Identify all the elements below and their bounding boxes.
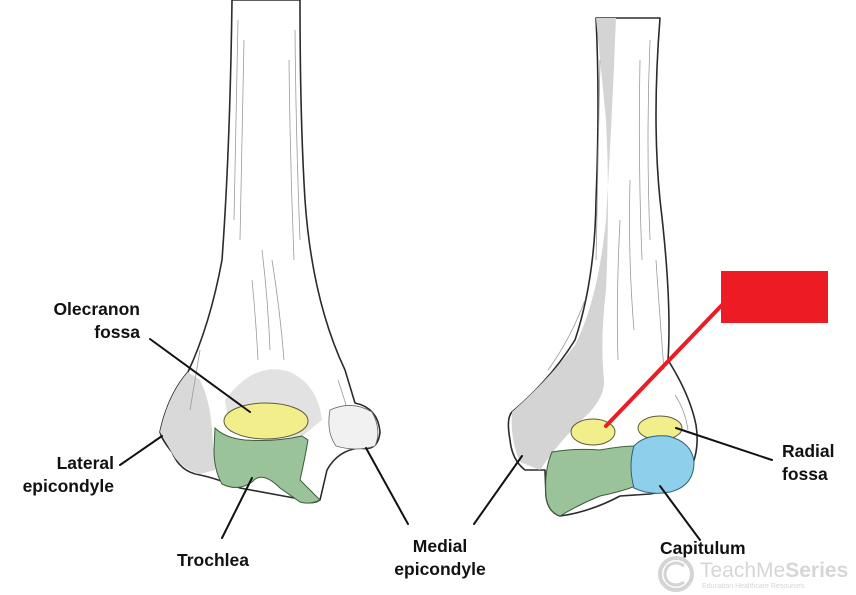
posterior-lateral-shade [160,372,215,474]
label-lateral-epicondyle: Lateral epicondyle [22,453,114,496]
capitulum-region [630,435,695,494]
answer-pointer-line [604,303,724,428]
anterior-left-shade [511,18,616,470]
trochlea-region [213,426,321,504]
leader-olecranon-fossa [149,338,251,413]
leader-lateral-epicondyle [119,435,163,466]
watermark-brand: TeachMeSeries [700,559,849,582]
watermark-tagline: Education Healthcare Resources [702,583,805,590]
leader-medial-epicondyle-right [473,455,523,525]
anterior-trochlea-region [545,445,637,517]
answer-box [721,271,828,323]
leader-trochlea [221,477,253,539]
leader-capitulum [659,485,701,541]
coronoid-fossa-region [570,418,616,446]
label-radial-fossa: Radial fossa [782,441,835,484]
posterior-medial-epicondyle [328,405,379,450]
label-trochlea: Trochlea [177,550,249,570]
leader-radial-fossa [675,427,773,461]
anterior-humerus [507,17,698,517]
watermark-logo-icon [658,556,694,592]
leader-medial-epicondyle-left [365,447,409,525]
label-olecranon-fossa: Olecranon fossa [53,299,140,342]
label-capitulum: Capitulum [660,538,746,558]
label-medial-epicondyle: Medial epicondyle [394,536,486,579]
posterior-humerus [159,0,381,504]
olecranon-fossa-region [223,402,309,440]
